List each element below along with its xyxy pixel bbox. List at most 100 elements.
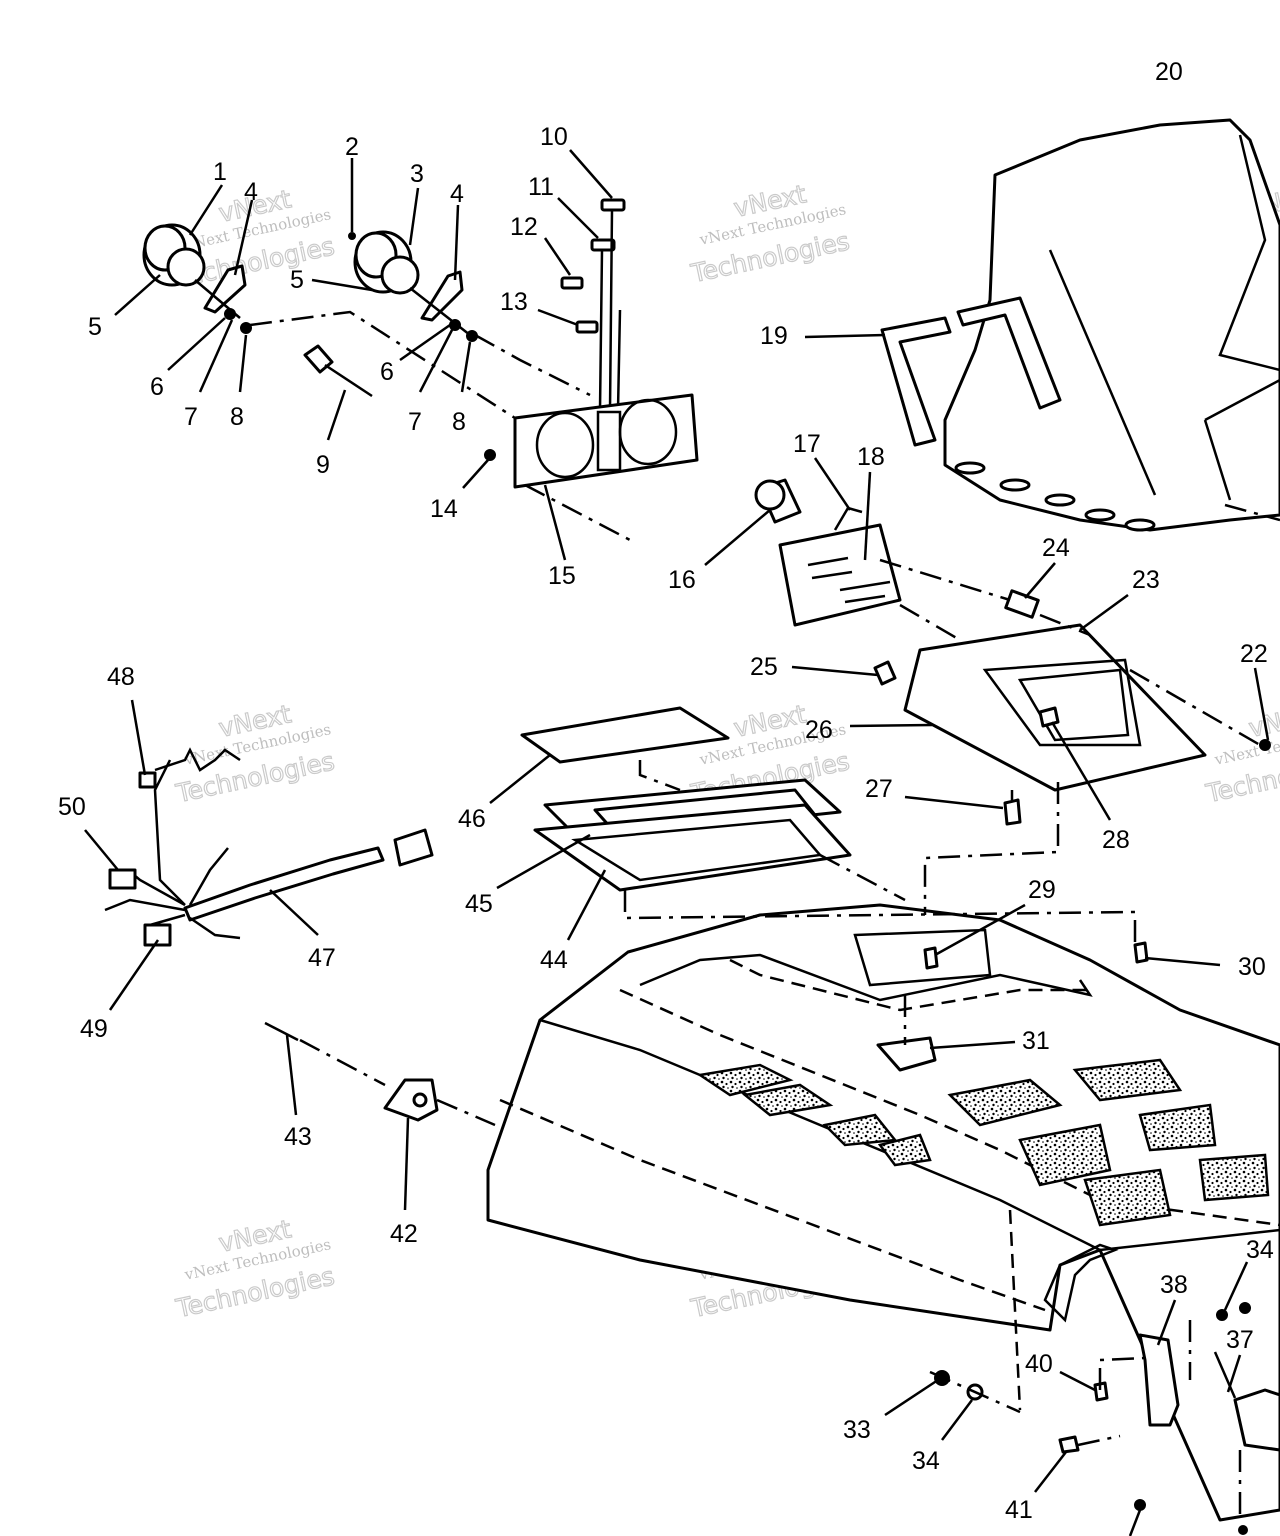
assembly-line-40: [1098, 1356, 1146, 1390]
windshield-lower-panel: [1203, 378, 1280, 501]
callout-30: 30: [1238, 953, 1266, 981]
callout-6a: 6: [150, 373, 164, 401]
callout-31: 31: [1022, 1027, 1050, 1055]
callout-27: 27: [865, 775, 893, 803]
hood-top-dashes: [729, 958, 1090, 1012]
leader-34b: [1223, 1261, 1249, 1311]
assembly-line-43-42: [299, 1038, 496, 1127]
assembly-line-frame: [623, 890, 1137, 945]
leader-24: [1024, 562, 1056, 599]
callout-29: 29: [1028, 876, 1056, 904]
callout-38: 38: [1160, 1271, 1188, 1299]
callout-49: 49: [80, 1015, 108, 1043]
callout-46: 46: [458, 805, 486, 833]
windshield-slot-3: [1044, 493, 1076, 507]
callout-15: 15: [548, 562, 576, 590]
assembly-line-41: [1077, 1434, 1121, 1447]
callout-7a: 7: [184, 403, 198, 431]
indicator-wires: [598, 209, 622, 411]
indicator-10: [600, 198, 626, 212]
connector-50: [108, 868, 137, 890]
vent-left-1: [696, 1063, 794, 1097]
callout-24: 24: [1042, 534, 1070, 562]
leader-5a: [114, 274, 161, 316]
leader-28: [1050, 721, 1112, 821]
assembly-line-housing: [899, 603, 961, 642]
leader-8a: [238, 334, 248, 393]
leader-11: [557, 197, 599, 239]
callout-7b: 7: [408, 408, 422, 436]
bracket-42-hole: [412, 1092, 428, 1108]
decal-strip-right: [956, 296, 1062, 410]
leader-8b: [460, 341, 472, 393]
callout-41: 41: [1005, 1496, 1033, 1524]
indicator-12: [560, 276, 584, 290]
callout-3: 3: [410, 160, 424, 188]
leader-42: [403, 1117, 410, 1211]
bulb-16-socket: [754, 479, 786, 511]
leader-27: [904, 795, 1004, 810]
leader-1: [188, 184, 224, 236]
screw-40: [1093, 1381, 1109, 1402]
callout-12: 12: [510, 213, 538, 241]
windshield: [880, 118, 1280, 532]
leader-48: [130, 699, 147, 776]
leader-bottom: [1128, 1509, 1142, 1536]
harness-connector: [393, 828, 434, 867]
callout-45: 45: [465, 890, 493, 918]
leader-37: [1226, 1354, 1242, 1393]
leader-23: [1079, 593, 1129, 632]
leader-30: [1144, 956, 1221, 967]
leader-lines: [84, 149, 1270, 1536]
vent-right-6: [1198, 1153, 1270, 1202]
leader-26: [849, 723, 933, 728]
screw-30: [1133, 941, 1149, 964]
leader-25: [791, 665, 879, 677]
leader-10: [569, 149, 613, 199]
assembly-line-33-34: [929, 1370, 1021, 1414]
callout-48: 48: [107, 663, 135, 691]
windshield-slot-5: [1124, 518, 1156, 532]
leader-13: [537, 308, 579, 327]
hood-body: [486, 903, 1280, 1522]
callout-9: 9: [316, 451, 330, 479]
windshield-slot-4: [1084, 508, 1116, 522]
nut-34b: [1216, 1309, 1228, 1321]
assembly-line-latch: [1188, 1320, 1242, 1520]
latch-37-lever: [1213, 1351, 1237, 1399]
watermark-top-center: vNext vNext Technologies Technologies: [687, 179, 852, 289]
screw-27: [1003, 798, 1022, 826]
callout-4a: 4: [244, 178, 258, 206]
leader-44: [566, 869, 607, 941]
indicator-13: [575, 320, 599, 334]
leader-12: [543, 237, 572, 276]
harness-47-tube: [183, 846, 385, 922]
assembly-line-gauge-right: [474, 333, 591, 397]
windshield-outline: [943, 118, 1280, 532]
leader-31: [929, 1040, 1016, 1050]
callout-5a: 5: [88, 313, 102, 341]
gauge-right: [353, 230, 478, 342]
callout-33: 33: [843, 1416, 871, 1444]
leader-34a: [941, 1399, 973, 1441]
callout-17: 17: [793, 430, 821, 458]
callout-10: 10: [540, 123, 568, 151]
callout-26: 26: [805, 716, 833, 744]
connector-48: [138, 771, 157, 789]
windshield-slot-2: [999, 478, 1031, 492]
callout-34b: 34: [1246, 1236, 1274, 1264]
leader-16: [704, 509, 771, 566]
nut-34c: [1239, 1302, 1251, 1314]
assembly-line-headlight: [879, 558, 1091, 637]
callout-50: 50: [58, 793, 86, 821]
gauge-3-nut: [449, 319, 461, 331]
screw-bottom: [1134, 1499, 1146, 1511]
leader-29: [934, 903, 1026, 957]
hood-inner-dashes: [499, 1098, 1046, 1312]
screw-bottom-right: [1238, 1525, 1248, 1535]
screw-2: [348, 232, 356, 240]
hood-opening: [853, 928, 992, 987]
headlight-lens-pattern: [807, 556, 891, 604]
decal-strip-left: [880, 316, 952, 447]
